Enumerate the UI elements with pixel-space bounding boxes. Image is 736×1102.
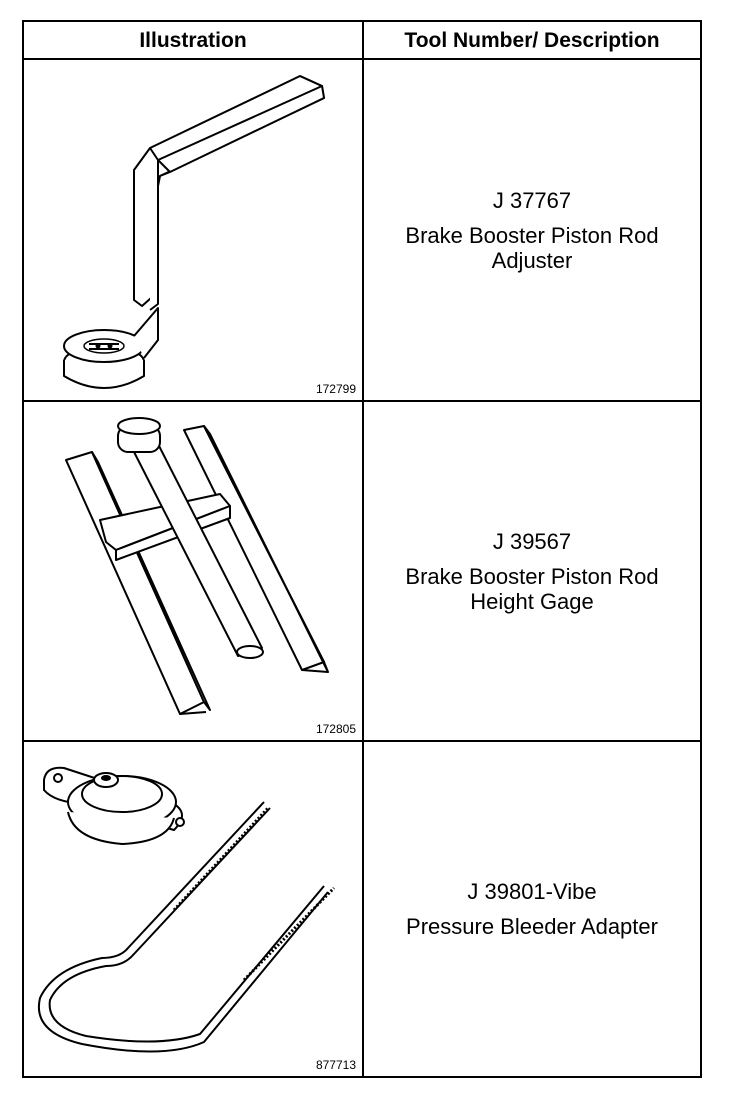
tool-table: Illustration Tool Number/ Description xyxy=(22,20,702,1078)
column-divider xyxy=(362,22,364,1076)
header-tool-description: Tool Number/ Description xyxy=(404,29,660,52)
pressure-bleeder-adapter-icon xyxy=(37,766,336,1053)
figure-number: 172805 xyxy=(315,722,356,736)
table-row-3-description: J 39801-Vibe Pressure Bleeder Adapter xyxy=(364,742,700,1076)
tool-name: Brake Booster Piston Rod Adjuster xyxy=(405,222,659,273)
figure-number: 877713 xyxy=(315,1058,356,1072)
tool-number: J 39567 xyxy=(492,528,572,554)
tool-name: Brake Booster Piston Rod Height Gage xyxy=(405,563,659,614)
table-row-1-description: J 37767 Brake Booster Piston Rod Adjuste… xyxy=(364,60,700,400)
header-illustration: Illustration xyxy=(139,29,247,52)
table-row-2-description: J 39567 Brake Booster Piston Rod Height … xyxy=(364,402,700,740)
tool-number: J 39801-Vibe xyxy=(467,879,597,904)
table-row-2-illustration: 172805 xyxy=(24,402,362,740)
table-row-1-illustration: 172799 xyxy=(24,60,362,400)
row-divider xyxy=(24,740,700,742)
header-divider xyxy=(24,58,700,60)
height-gage-icon xyxy=(65,417,329,715)
piston-rod-adjuster-icon xyxy=(63,75,325,389)
row-divider xyxy=(24,400,700,402)
tool-name: Pressure Bleeder Adapter xyxy=(406,914,658,939)
table-row-3-illustration: 877713 xyxy=(24,742,362,1076)
figure-number: 172799 xyxy=(315,382,356,396)
tool-number: J 37767 xyxy=(492,187,572,213)
